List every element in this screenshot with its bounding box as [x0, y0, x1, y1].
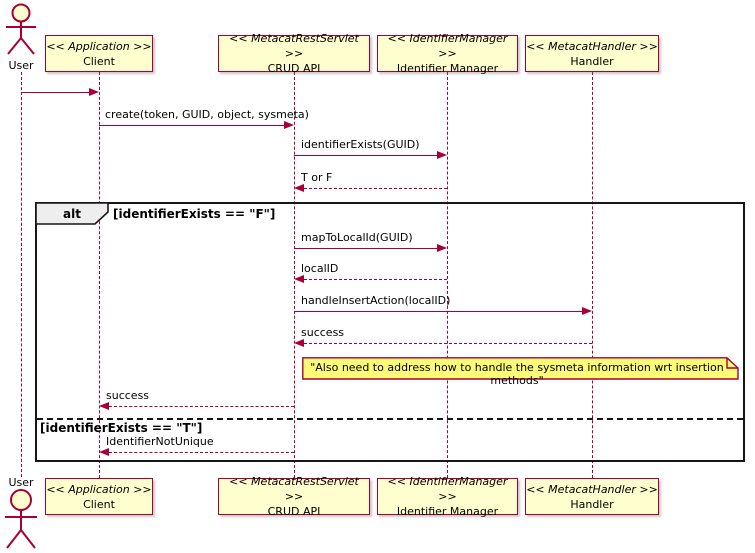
- participant-name: Identifier Manager: [396, 62, 499, 75]
- participant-stereotype: << MetacatHandler >>: [526, 482, 658, 496]
- participant-stereotype: << Application >>: [46, 482, 152, 496]
- participant-name: Handler: [570, 497, 614, 511]
- participant-stereotype: << IdentifierManager >>: [387, 32, 508, 60]
- participant-name: Client: [83, 54, 115, 68]
- participant-client-bottom: << Application >> Client: [45, 478, 153, 515]
- note-text: "Also need to address how to handle the …: [310, 361, 724, 387]
- arrow-line: [304, 188, 447, 189]
- arrowhead: [99, 402, 109, 410]
- user-actor-icon: [6, 3, 36, 55]
- participant-crud-api-top: << MetacatRestServlet >> CRUD API: [218, 32, 370, 75]
- arrow-line: [21, 92, 91, 93]
- note-icon: [302, 357, 739, 380]
- arrow-line: [109, 452, 294, 453]
- alt-divider: [37, 418, 743, 420]
- alt-condition-else: [identifierExists == "T"]: [40, 421, 203, 435]
- arrow-line: [99, 125, 286, 126]
- participant-crud-api-bottom: << MetacatRestServlet >> CRUD API: [218, 475, 370, 518]
- actor-label-bottom: User: [8, 476, 34, 489]
- lifeline-client: [99, 72, 100, 478]
- participant-name: Identifier Manager: [396, 505, 499, 518]
- arrow-line: [294, 248, 439, 249]
- arrow-line: [304, 343, 592, 344]
- alt-operator-tab: alt: [36, 203, 109, 225]
- arrowhead: [99, 448, 109, 456]
- arrow-line: [294, 155, 439, 156]
- arrowhead: [294, 275, 304, 283]
- participant-stereotype: << IdentifierManager >>: [387, 475, 508, 503]
- arrowhead: [437, 244, 447, 252]
- actor-label-top: User: [8, 59, 34, 72]
- participant-stereotype: << MetacatRestServlet >>: [229, 32, 359, 60]
- arrow-line: [109, 406, 294, 407]
- participant-identifier-manager-top: << IdentifierManager >> Identifier Manag…: [377, 32, 518, 75]
- participant-handler-bottom: << MetacatHandler >> Handler: [525, 478, 659, 515]
- participant-name: CRUD API: [267, 62, 321, 75]
- arrowhead: [294, 184, 304, 192]
- arrowhead: [284, 121, 294, 129]
- participant-identifier-manager-bottom: << IdentifierManager >> Identifier Manag…: [377, 475, 518, 518]
- participant-stereotype: << Application >>: [46, 39, 152, 53]
- lifeline-handler: [592, 72, 593, 478]
- arrowhead: [582, 307, 592, 315]
- participant-handler-top: << MetacatHandler >> Handler: [525, 35, 659, 72]
- arrowhead: [89, 88, 99, 96]
- alt-condition-if: [identifierExists == "F"]: [113, 207, 276, 221]
- lifeline-user: [21, 72, 22, 477]
- lifeline-identifier-manager: [447, 72, 448, 478]
- alt-operator-label: alt: [63, 207, 81, 221]
- user-actor-icon-bottom: [5, 489, 37, 549]
- arrow-line: [294, 311, 584, 312]
- arrow-line: [304, 279, 447, 280]
- participant-stereotype: << MetacatRestServlet >>: [229, 475, 359, 503]
- arrowhead: [294, 339, 304, 347]
- arrowhead: [437, 151, 447, 159]
- alt-frame: [35, 202, 745, 462]
- participant-stereotype: << MetacatHandler >>: [526, 39, 658, 53]
- participant-name: Handler: [570, 54, 614, 68]
- participant-name: Client: [83, 497, 115, 511]
- participant-client-top: << Application >> Client: [45, 35, 153, 72]
- participant-name: CRUD API: [267, 505, 321, 518]
